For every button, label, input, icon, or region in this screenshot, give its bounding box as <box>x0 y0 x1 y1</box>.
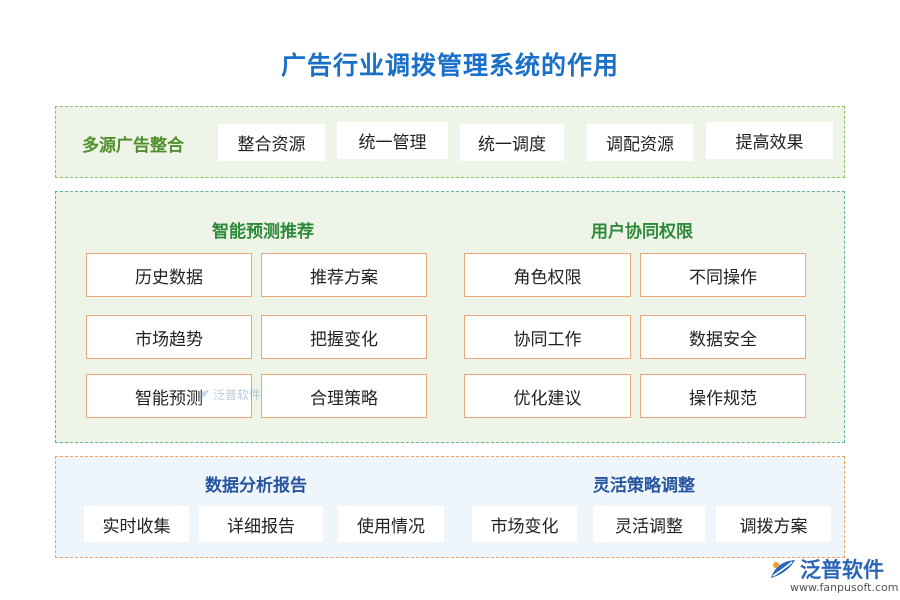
section-multi-source-label: 多源广告整合 <box>82 136 184 156</box>
section1-item: 统一调度 <box>460 124 564 161</box>
permission-item: 不同操作 <box>640 253 806 297</box>
section1-item: 整合资源 <box>218 124 325 161</box>
watermark: 泛普软件 <box>196 386 261 403</box>
brand-name: 泛普软件 <box>800 558 884 582</box>
prediction-item: 历史数据 <box>86 253 252 297</box>
analysis-item: 使用情况 <box>338 506 444 542</box>
prediction-item: 合理策略 <box>261 374 427 418</box>
analysis-item: 实时收集 <box>84 506 189 542</box>
analysis-item: 详细报告 <box>199 506 323 542</box>
brand-logo-icon <box>198 389 209 400</box>
strategy-item: 市场变化 <box>472 506 577 542</box>
brand-url: www.fanpusoft.com <box>790 581 899 594</box>
permission-item: 角色权限 <box>464 253 631 297</box>
section-analysis-label: 数据分析报告 <box>205 476 307 496</box>
permission-item: 优化建议 <box>464 374 631 418</box>
prediction-item: 市场趋势 <box>86 315 252 359</box>
brand-logo: 泛普软件 <box>770 554 884 584</box>
watermark-text: 泛普软件 <box>213 388 262 402</box>
section-prediction-label: 智能预测推荐 <box>212 222 314 242</box>
prediction-item: 把握变化 <box>261 315 427 359</box>
prediction-item: 推荐方案 <box>261 253 427 297</box>
section-permission-label: 用户协同权限 <box>591 222 693 242</box>
strategy-item: 调拨方案 <box>716 506 831 542</box>
permission-item: 数据安全 <box>640 315 806 359</box>
prediction-item: 智能预测 <box>86 374 252 418</box>
diagram-title: 广告行业调拨管理系统的作用 <box>280 51 619 80</box>
strategy-item: 灵活调整 <box>593 506 705 542</box>
section1-item: 调配资源 <box>587 124 693 161</box>
permission-item: 操作规范 <box>640 374 806 418</box>
section-strategy-label: 灵活策略调整 <box>593 476 695 496</box>
permission-item: 协同工作 <box>464 315 631 359</box>
brand-logo-icon <box>771 560 795 578</box>
section1-item: 统一管理 <box>337 122 448 159</box>
section1-item: 提高效果 <box>706 122 833 159</box>
